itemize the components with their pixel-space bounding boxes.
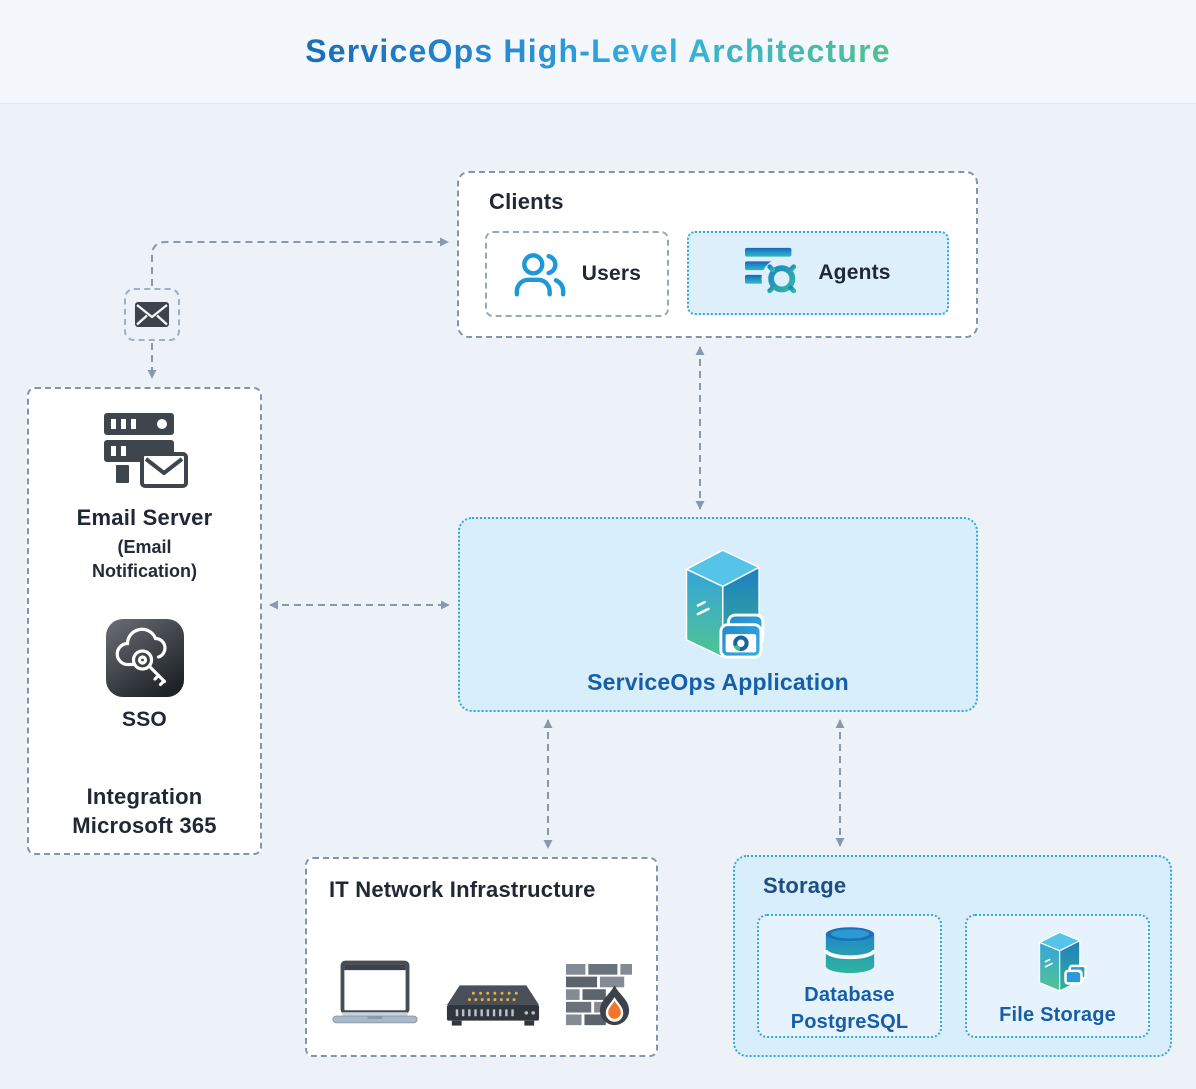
sso-cloud-key-icon: [105, 618, 184, 697]
agents-gear-icon: [745, 247, 803, 300]
file-storage-node: File Storage: [965, 914, 1150, 1038]
laptop-icon: [332, 960, 418, 1024]
email-relay-node: [124, 288, 180, 341]
firewall-icon: [566, 964, 632, 1026]
page-header: ServiceOps High-Level Architecture: [0, 0, 1196, 104]
email-server-sublabel: (Email Notification): [92, 537, 197, 582]
agents-node: Agents: [687, 231, 949, 315]
database-node: Database PostgreSQL: [757, 914, 942, 1038]
storage-group: Storage Database PostgreSQL: [733, 855, 1172, 1057]
page-title: ServiceOps High-Level Architecture: [305, 33, 891, 69]
envelope-icon: [135, 302, 169, 327]
users-icon: [514, 253, 566, 297]
email-server-label: Email Server: [76, 505, 213, 530]
email-server-icon: [103, 413, 188, 488]
network-switch-icon: [446, 985, 539, 1026]
integration-group: Email Server (Email Notification) SSO In…: [27, 387, 262, 855]
storage-title: Storage: [763, 873, 847, 898]
database-label: Database PostgreSQL: [790, 984, 909, 1033]
file-storage-label: File Storage: [999, 1004, 1116, 1026]
database-icon: [823, 927, 876, 974]
clients-group: Clients Users: [457, 171, 978, 338]
clients-title: Clients: [489, 189, 564, 214]
network-group: IT Network Infrastructure: [305, 857, 658, 1057]
agents-label: Agents: [818, 261, 891, 284]
network-title: IT Network Infrastructure: [329, 877, 596, 902]
serviceops-application-node: ServiceOps Application: [458, 517, 978, 712]
sso-label: SSO: [122, 707, 167, 731]
integration-footer-label: Integration Microsoft 365: [72, 783, 217, 839]
users-node: Users: [485, 231, 669, 317]
arrow-mail-clients: [151, 237, 449, 286]
file-storage-icon: [1038, 931, 1087, 992]
serviceops-application-label: ServiceOps Application: [587, 669, 849, 695]
users-label: Users: [581, 262, 642, 285]
app-server-icon: [685, 549, 765, 659]
